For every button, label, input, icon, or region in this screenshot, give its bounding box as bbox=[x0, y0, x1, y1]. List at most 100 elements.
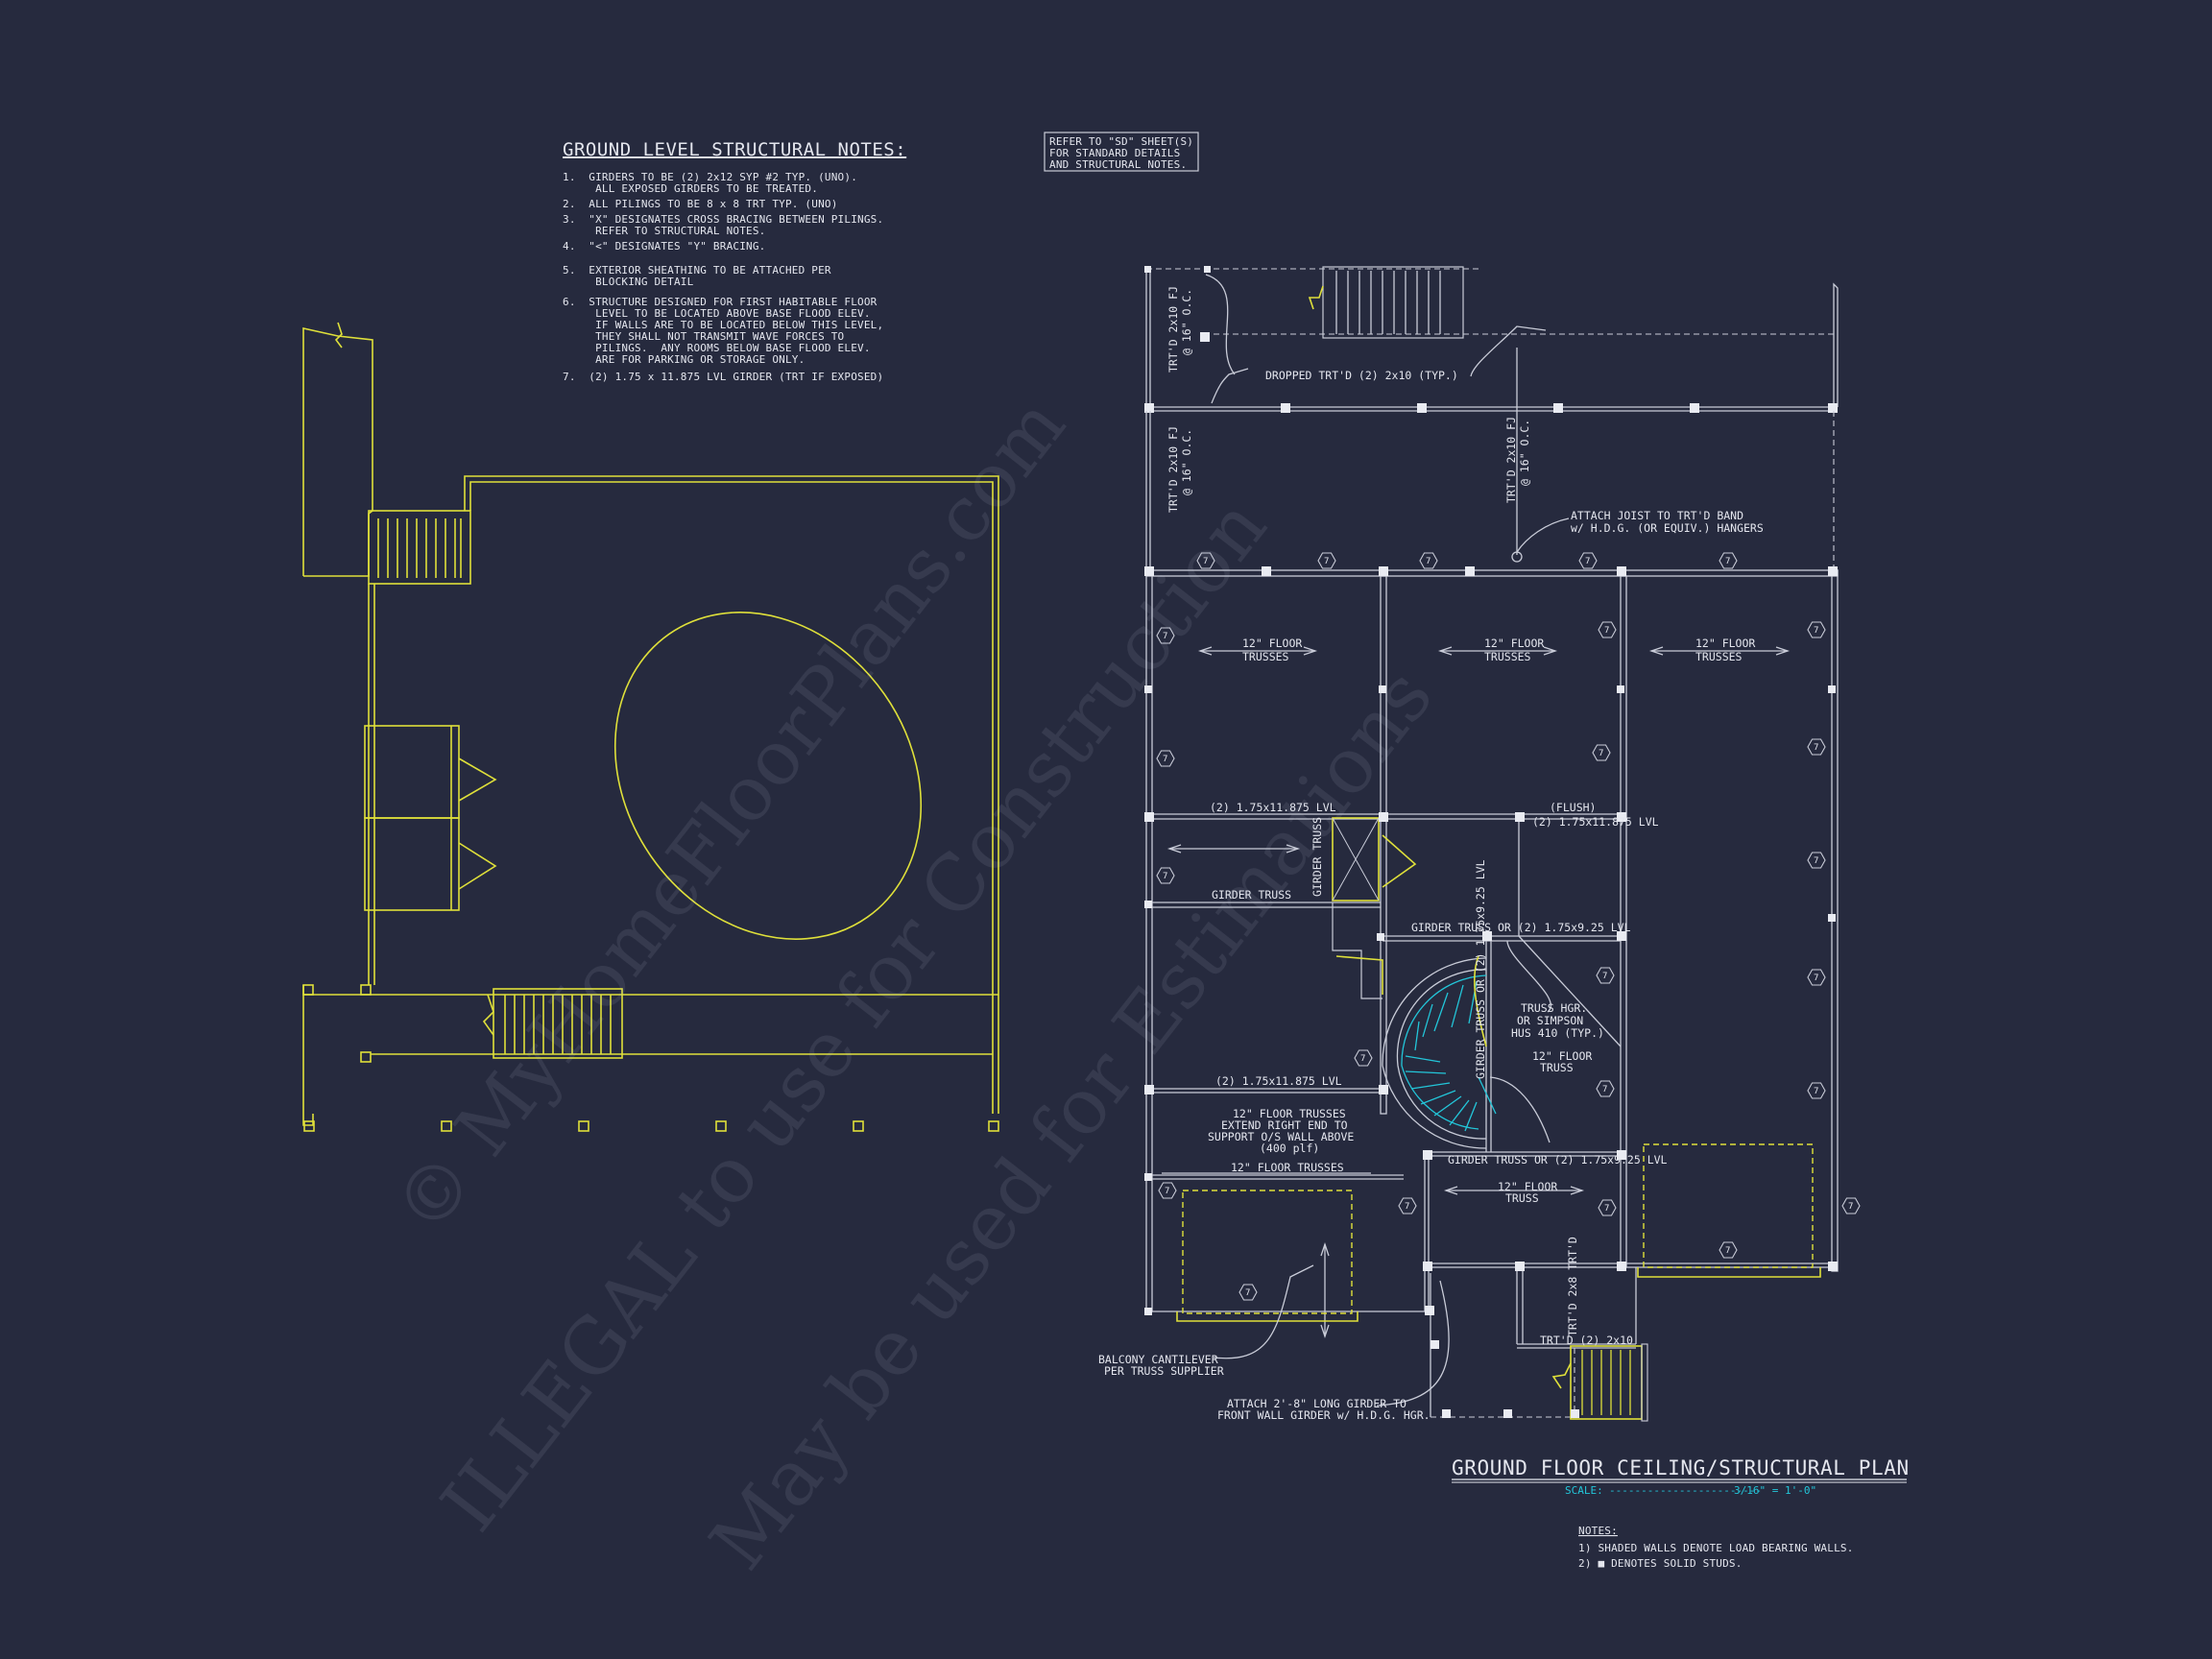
note-line: 3. "X" DESIGNATES CROSS BRACING BETWEEN … bbox=[563, 213, 883, 226]
note-line: ALL EXPOSED GIRDERS TO BE TREATED. bbox=[563, 182, 818, 195]
label-girder-or-lvl: GIRDER TRUSS OR (2) 1.75x9.25 LVL bbox=[1411, 921, 1631, 934]
label-girder-or-lvl-vertical: GIRDER TRUSS OR (2) 1.75x9.25 LVL bbox=[1474, 859, 1487, 1079]
label-girder-truss-vertical: GIRDER TRUSS bbox=[1310, 817, 1324, 897]
label-oc-b: @ 16" O.C. bbox=[1180, 429, 1193, 495]
label-floor-trusses: 12" FLOOR bbox=[1242, 637, 1302, 650]
detail-tag-label: 7 bbox=[1725, 1246, 1730, 1256]
detail-tag-label: 7 bbox=[1602, 972, 1607, 981]
detail-tag-label: 7 bbox=[1599, 749, 1603, 758]
note-line: 1. GIRDERS TO BE (2) 2x12 SYP #2 TYP. (U… bbox=[563, 171, 857, 183]
label-flush: (FLUSH) bbox=[1550, 801, 1596, 814]
label-floor-trusses: TRUSSES bbox=[1242, 650, 1289, 663]
label-floor-trusses: 12" FLOOR bbox=[1695, 637, 1755, 650]
note-line: ARE FOR PARKING OR STORAGE ONLY. bbox=[563, 353, 805, 366]
label-fj-b: TRT'D 2x10 FJ bbox=[1166, 426, 1180, 513]
label-floor-truss: 12" FLOOR bbox=[1532, 1049, 1592, 1063]
scale-value: 3/16" = 1'-0" bbox=[1734, 1484, 1816, 1497]
label-trt-2x10: TRT'D (2) 2x10 bbox=[1540, 1334, 1633, 1347]
label-lvl-mid: (2) 1.75x11.875 LVL bbox=[1215, 1074, 1342, 1088]
label-trusses-extend: (400 plf) bbox=[1260, 1142, 1319, 1155]
label-lvl-flush: (2) 1.75x11.875 LVL bbox=[1532, 815, 1659, 829]
label-floor-trusses-low: 12" FLOOR TRUSSES bbox=[1231, 1161, 1344, 1174]
label-oc-a: @ 16" O.C. bbox=[1180, 289, 1193, 355]
detail-tag-label: 7 bbox=[1602, 1085, 1607, 1094]
detail-tag-label: 7 bbox=[1163, 755, 1167, 764]
label-balcony: BALCONY CANTILEVER bbox=[1098, 1353, 1218, 1366]
note-line: 2. ALL PILINGS TO BE 8 x 8 TRT TYP. (UNO… bbox=[563, 198, 838, 210]
label-floor-truss: 12" FLOOR bbox=[1498, 1180, 1557, 1193]
label-lvl: (2) 1.75x11.875 LVL bbox=[1210, 801, 1336, 814]
label-truss-hanger: OR SIMPSON bbox=[1517, 1014, 1583, 1027]
scale-dashes: ------------------------ bbox=[1609, 1484, 1762, 1497]
refer-line: AND STRUCTURAL NOTES. bbox=[1049, 158, 1187, 171]
label-truss-hanger: TRUSS HGR. bbox=[1521, 1001, 1587, 1015]
notes-label: NOTES: bbox=[1578, 1525, 1618, 1537]
label-floor-truss: TRUSS bbox=[1505, 1191, 1539, 1205]
note-line: THEY SHALL NOT TRANSMIT WAVE FORCES TO bbox=[563, 330, 844, 343]
detail-tag-label: 7 bbox=[1585, 557, 1590, 566]
label-attach-girder: ATTACH 2'-8" LONG GIRDER TO bbox=[1227, 1397, 1407, 1410]
detail-tag-label: 7 bbox=[1245, 1288, 1250, 1298]
detail-tag-label: 7 bbox=[1725, 557, 1730, 566]
label-trt-2x8: TRT'D 2x8 TRT'D bbox=[1566, 1237, 1579, 1336]
note-solid-studs: 2) ■ DENOTES SOLID STUDS. bbox=[1578, 1557, 1743, 1570]
label-floor-trusses: TRUSSES bbox=[1695, 650, 1743, 663]
note-line: 4. "<" DESIGNATES "Y" BRACING. bbox=[563, 240, 766, 252]
structural-notes-title: GROUND LEVEL STRUCTURAL NOTES: bbox=[563, 139, 906, 160]
label-attach-joist: ATTACH JOIST TO TRT'D BAND bbox=[1571, 509, 1743, 522]
label-floor-truss: TRUSS bbox=[1540, 1061, 1574, 1074]
note-line: IF WALLS ARE TO BE LOCATED BELOW THIS LE… bbox=[563, 319, 883, 331]
note-line: 5. EXTERIOR SHEATHING TO BE ATTACHED PER bbox=[563, 264, 831, 276]
detail-tag-label: 7 bbox=[1814, 1087, 1818, 1096]
label-fj-a: TRT'D 2x10 FJ bbox=[1166, 286, 1180, 373]
detail-tag-label: 7 bbox=[1324, 557, 1329, 566]
label-balcony: PER TRUSS SUPPLIER bbox=[1104, 1364, 1224, 1378]
detail-tag-label: 7 bbox=[1604, 1204, 1609, 1214]
detail-tag-label: 7 bbox=[1814, 974, 1818, 983]
plan-title: GROUND FLOOR CEILING/STRUCTURAL PLAN bbox=[1452, 1456, 1910, 1479]
note-line: LEVEL TO BE LOCATED ABOVE BASE FLOOD ELE… bbox=[563, 307, 871, 320]
detail-tag-label: 7 bbox=[1405, 1202, 1409, 1212]
label-floor-trusses: TRUSSES bbox=[1484, 650, 1531, 663]
label-dropped-girder: DROPPED TRT'D (2) 2x10 (TYP.) bbox=[1265, 369, 1458, 382]
note-load-bearing: 1) SHADED WALLS DENOTE LOAD BEARING WALL… bbox=[1578, 1542, 1854, 1554]
detail-tags: 7 7 7 7 7 7 7 7 7 7 7 7 7 7 7 7 7 7 7 7 … bbox=[1156, 552, 1861, 1301]
structural-plan: 7 7 7 7 7 7 7 7 7 7 7 7 7 7 7 7 7 7 7 7 … bbox=[1098, 266, 1861, 1422]
detail-tag-label: 7 bbox=[1165, 1187, 1169, 1196]
label-truss-hanger: HUS 410 (TYP.) bbox=[1511, 1026, 1604, 1040]
detail-tag-label: 7 bbox=[1848, 1202, 1853, 1212]
plan-title-block: GROUND FLOOR CEILING/STRUCTURAL PLAN SCA… bbox=[1452, 1456, 1910, 1570]
label-fj-c: TRT'D 2x10 FJ bbox=[1504, 417, 1518, 503]
detail-tag-label: 7 bbox=[1604, 626, 1609, 636]
detail-tag-label: 7 bbox=[1360, 1054, 1365, 1064]
detail-tag-label: 7 bbox=[1163, 632, 1167, 641]
note-line: REFER TO STRUCTURAL NOTES. bbox=[563, 225, 766, 237]
note-line: 6. STRUCTURE DESIGNED FOR FIRST HABITABL… bbox=[563, 296, 878, 308]
label-trusses-extend: 12" FLOOR TRUSSES bbox=[1233, 1107, 1346, 1120]
label-girder-truss: GIRDER TRUSS bbox=[1212, 888, 1291, 902]
detail-tag-label: 7 bbox=[1163, 872, 1167, 881]
label-oc-c: @ 16" O.C. bbox=[1518, 420, 1531, 486]
note-line: BLOCKING DETAIL bbox=[563, 276, 694, 288]
label-floor-trusses: 12" FLOOR bbox=[1484, 637, 1544, 650]
detail-tag-label: 7 bbox=[1814, 626, 1818, 636]
label-trusses-extend: EXTEND RIGHT END TO bbox=[1221, 1118, 1348, 1132]
refer-box: REFER TO "SD" SHEET(S) FOR STANDARD DETA… bbox=[1044, 132, 1199, 172]
detail-tag-label: 7 bbox=[1426, 557, 1431, 566]
refer-line: FOR STANDARD DETAILS bbox=[1049, 147, 1180, 159]
structural-notes-block: GROUND LEVEL STRUCTURAL NOTES: 1. GIRDER… bbox=[563, 139, 906, 383]
spiral-stair bbox=[1382, 955, 1551, 1149]
label-attach-girder: FRONT WALL GIRDER w/ H.D.G. HGR. bbox=[1217, 1408, 1431, 1422]
scale-label: SCALE: bbox=[1565, 1484, 1603, 1497]
label-attach-joist: w/ H.D.G. (OR EQUIV.) HANGERS bbox=[1571, 521, 1764, 535]
left-yellow-plan bbox=[302, 322, 999, 1132]
note-line: 7. (2) 1.75 x 11.875 LVL GIRDER (TRT IF … bbox=[563, 371, 883, 383]
detail-tag-label: 7 bbox=[1203, 557, 1208, 566]
label-trusses-extend: SUPPORT O/S WALL ABOVE bbox=[1208, 1130, 1354, 1143]
detail-tag-label: 7 bbox=[1814, 743, 1818, 753]
detail-tag-label: 7 bbox=[1814, 856, 1818, 866]
refer-line: REFER TO "SD" SHEET(S) bbox=[1049, 135, 1193, 148]
note-line: PILINGS. ANY ROOMS BELOW BASE FLOOD ELEV… bbox=[563, 342, 871, 354]
